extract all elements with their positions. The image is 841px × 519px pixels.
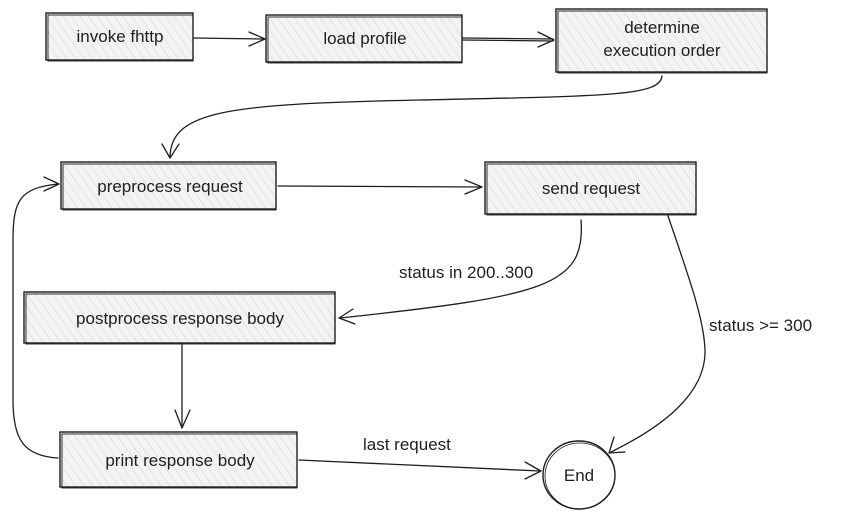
edge-label-last-request: last request [363, 435, 451, 454]
node-determine-execution-order: determine execution order [555, 8, 768, 74]
node-print-response-body-label: print response body [105, 451, 255, 470]
edge-load-profile-to-determine [462, 31, 555, 48]
edge-preprocess-to-send [277, 179, 483, 195]
edge-print-loop-to-preprocess [12, 176, 60, 459]
node-send-request: send request [484, 161, 697, 216]
edge-send-to-end [608, 215, 706, 454]
node-print-response-body: print response body [59, 431, 298, 489]
node-load-profile: load profile [265, 14, 463, 64]
node-determine-label-line1: determine [624, 18, 700, 37]
node-preprocess-request: preprocess request [60, 161, 277, 211]
node-load-profile-label: load profile [323, 29, 406, 48]
node-send-request-label: send request [542, 179, 641, 198]
node-end-label: End [564, 466, 594, 485]
edge-label-status-ok: status in 200..300 [399, 263, 533, 282]
node-end: End [542, 440, 616, 510]
edge-print-to-end [298, 459, 542, 480]
node-invoke-fhttp: invoke fhttp [45, 12, 194, 62]
node-invoke-fhttp-label: invoke fhttp [77, 27, 164, 46]
edge-label-status-error: status >= 300 [709, 316, 812, 335]
node-postprocess-label: postprocess response body [76, 309, 284, 328]
edge-determine-to-preprocess [161, 75, 663, 159]
edge-postprocess-to-print [174, 344, 191, 429]
node-postprocess-response-body: postprocess response body [23, 291, 336, 345]
edge-send-to-postprocess [338, 219, 583, 325]
edge-invoke-to-load-profile [193, 31, 266, 47]
node-preprocess-request-label: preprocess request [97, 177, 243, 196]
node-determine-label-line2: execution order [603, 41, 721, 60]
